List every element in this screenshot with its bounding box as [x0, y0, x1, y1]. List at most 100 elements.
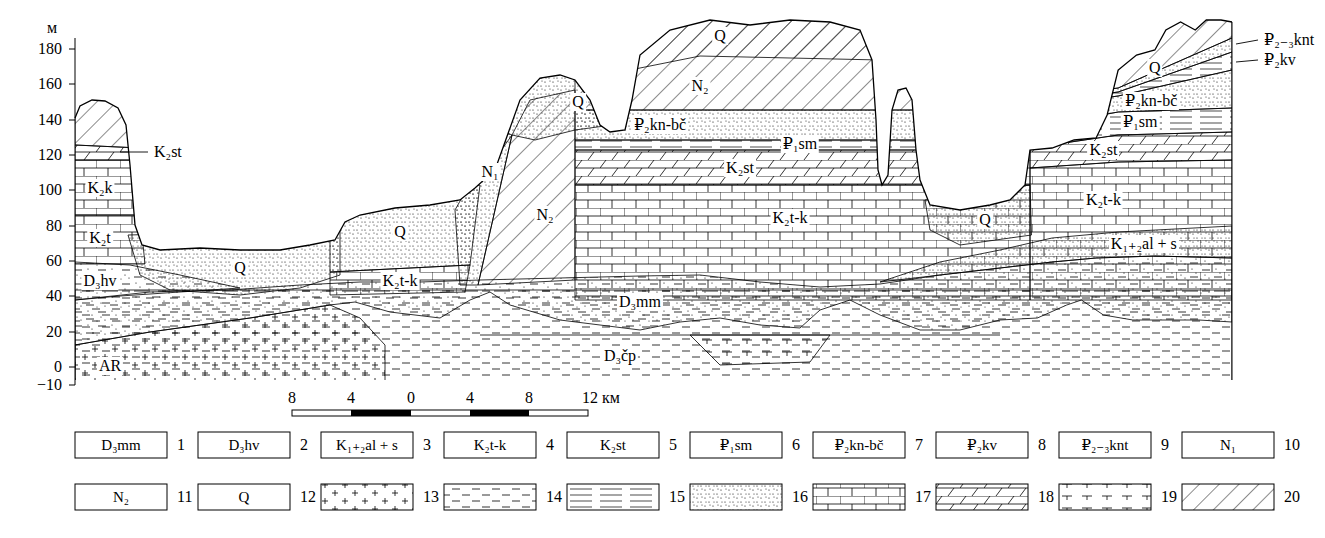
unit-label: D₃hv: [81, 272, 118, 290]
legend-number: 13: [421, 488, 441, 506]
axis-tick: [69, 332, 75, 333]
unit-label: K₂st: [724, 159, 756, 177]
legend-code: ₽₂kv: [965, 437, 999, 454]
legend-box: [690, 484, 782, 510]
legend-code: N₁: [1218, 437, 1238, 454]
legend-number: 6: [790, 436, 802, 454]
axis-unit: м: [45, 19, 59, 37]
rock-unit: [575, 150, 1030, 185]
axis-tick: [69, 261, 75, 262]
rock-unit: [128, 230, 340, 295]
unit-label: N₂: [534, 206, 555, 224]
leader-line: [120, 152, 148, 153]
unit-label: N₁: [479, 163, 500, 181]
legend-code: K₂st: [598, 437, 628, 454]
rock-unit: [75, 145, 140, 160]
axis-tick-label: 120: [36, 146, 64, 164]
legend-number: 14: [544, 488, 564, 506]
scale-bar: [292, 410, 588, 416]
unit-label: ₽₂kn-bč: [632, 116, 688, 134]
unit-label: D₃mm: [617, 293, 663, 311]
unit-label: N₂: [689, 77, 710, 95]
unit-label: D₃čp: [602, 347, 638, 365]
legend-box: [321, 484, 413, 510]
legend-box: [690, 432, 782, 458]
legend-code: ₽₁sm: [718, 437, 754, 454]
legend-number: 4: [544, 436, 556, 454]
bed-boundary: [480, 335, 1000, 336]
legend-box: [444, 484, 536, 510]
legend-box: [198, 432, 290, 458]
legend-number: 18: [1036, 488, 1056, 506]
unit-label: Q: [977, 211, 993, 229]
scale-bar-segment: [470, 410, 529, 416]
legend-number: 5: [667, 436, 679, 454]
unit-label: Q: [570, 93, 586, 111]
axis-tick-label: 40: [44, 287, 64, 305]
scale-bar-frame: [292, 410, 588, 416]
legend-code: N₂: [111, 489, 131, 506]
unit-label: K₁₊₂al + s: [1109, 235, 1179, 253]
legend-number: 12: [298, 488, 318, 506]
scale-bar-segment: [351, 410, 411, 416]
legend-number: 11: [175, 488, 194, 506]
legend-number: 10: [1282, 436, 1302, 454]
scale-label: 4: [464, 389, 476, 407]
rock-unit: [1030, 0, 1232, 100]
axis-tick-label: 0: [52, 358, 64, 376]
unit-label: K₂t-k: [381, 272, 420, 290]
axis-tick-label: 100: [36, 181, 64, 199]
unit-label: AR: [97, 357, 123, 375]
unit-label: Q: [1147, 59, 1163, 77]
axis-tick-label: 160: [36, 75, 64, 93]
legend-box: [567, 432, 659, 458]
unit-label: K₂t: [87, 229, 113, 247]
axis-tick: [69, 155, 75, 156]
topography-line: [75, 20, 1232, 250]
unit-label: ₽₁sm: [1121, 113, 1159, 131]
unit-label: K₂t-k: [1084, 191, 1123, 209]
legend-number: 16: [790, 488, 810, 506]
legend-box: [1059, 432, 1151, 458]
axis-tick: [69, 84, 75, 85]
rock-units: [75, 0, 1232, 400]
unit-label: Q: [392, 223, 408, 241]
scale-label: 8: [286, 389, 298, 407]
legend-box: [567, 484, 659, 510]
legend-box: [444, 432, 536, 458]
axis-tick: [69, 296, 75, 297]
legend-code: K₂t-k: [472, 437, 509, 454]
axis-line: [75, 38, 76, 385]
legend-code: K₁₊₂al + s: [334, 437, 400, 454]
unit-label: ₽₂kv: [1262, 51, 1298, 69]
axis-tick-label: 180: [36, 40, 64, 58]
legend-box: [813, 432, 905, 458]
axis-tick: [69, 385, 75, 386]
legend-box: [1059, 484, 1151, 510]
axis-tick: [69, 226, 75, 227]
scale-label: 0: [405, 389, 417, 407]
axis-tick-label: 60: [44, 252, 64, 270]
unit-label: K₂st: [1088, 141, 1120, 159]
legend-number: 19: [1159, 488, 1179, 506]
unit-label: Q: [712, 27, 728, 45]
rock-unit: [1030, 108, 1232, 148]
legend-code: D₃mm: [99, 437, 142, 454]
unit-label: Q: [232, 259, 248, 277]
axis-tick: [69, 190, 75, 191]
legend-number: 9: [1159, 436, 1171, 454]
scale-label: 8: [523, 389, 535, 407]
axis-tick-label: −10: [35, 376, 64, 394]
rock-unit: [575, 0, 1030, 80]
legend-number: 17: [913, 488, 933, 506]
legend-number: 1: [175, 436, 187, 454]
axis-tick: [69, 49, 75, 50]
scale-label: 12 км: [580, 389, 622, 407]
axis-tick-label: 80: [44, 217, 64, 235]
legend-box: [936, 484, 1028, 510]
legend-number: 15: [667, 488, 687, 506]
legend-box: [936, 432, 1028, 458]
legend-box: [75, 484, 167, 510]
legend-code: D₃hv: [226, 437, 261, 454]
